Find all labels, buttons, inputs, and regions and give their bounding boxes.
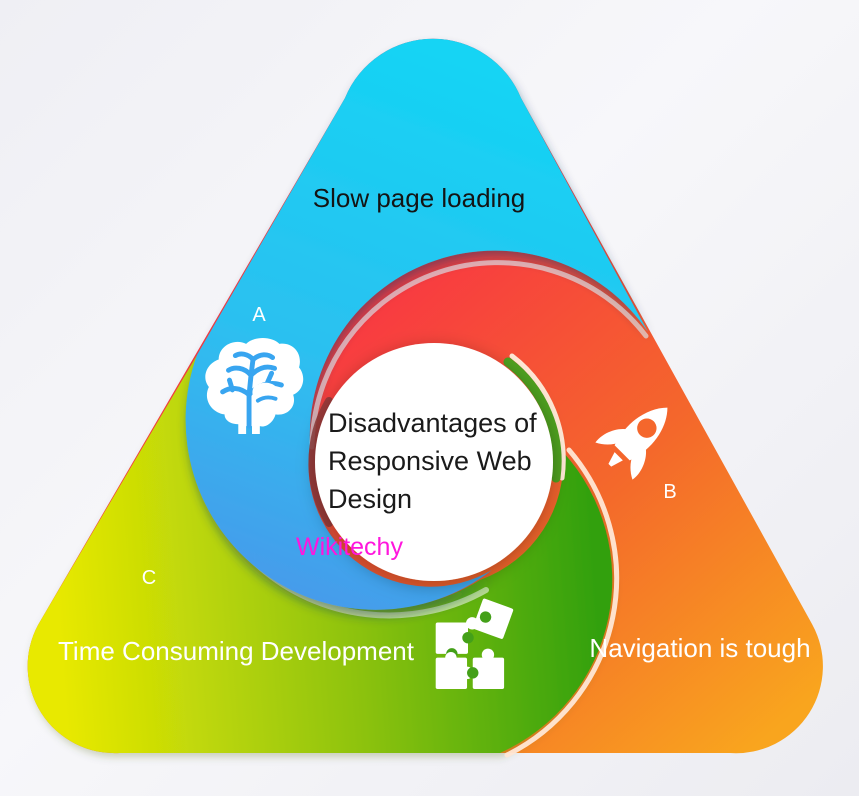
- red-swirl-tip: [308, 397, 333, 527]
- green-swirl-tip: [503, 357, 562, 483]
- brain-icon: [205, 337, 304, 434]
- section-c-letter: C: [142, 567, 156, 589]
- center-title-line-3: Design: [328, 484, 412, 514]
- section-a-label: Slow page loading: [313, 183, 526, 213]
- puzzle-icon: [435, 598, 514, 689]
- green-orange-rim: [504, 447, 620, 758]
- section-c-label: Time Consuming Development: [58, 636, 415, 666]
- rocket-icon: [595, 407, 668, 480]
- center-circle: [315, 343, 553, 581]
- section-a-blue-shape: [185, 38, 648, 610]
- section-b-label: Navigation is tough: [589, 633, 810, 663]
- center-title-line-1: Disadvantages of: [328, 408, 537, 438]
- section-a-letter: A: [252, 304, 266, 326]
- center-title-line-2: Responsive Web: [328, 446, 532, 476]
- brand-label: Wikitechy: [296, 533, 403, 561]
- blue-red-rim: [309, 260, 649, 450]
- green-swirl-tip-rim: [509, 353, 566, 481]
- section-b-letter: B: [663, 481, 676, 503]
